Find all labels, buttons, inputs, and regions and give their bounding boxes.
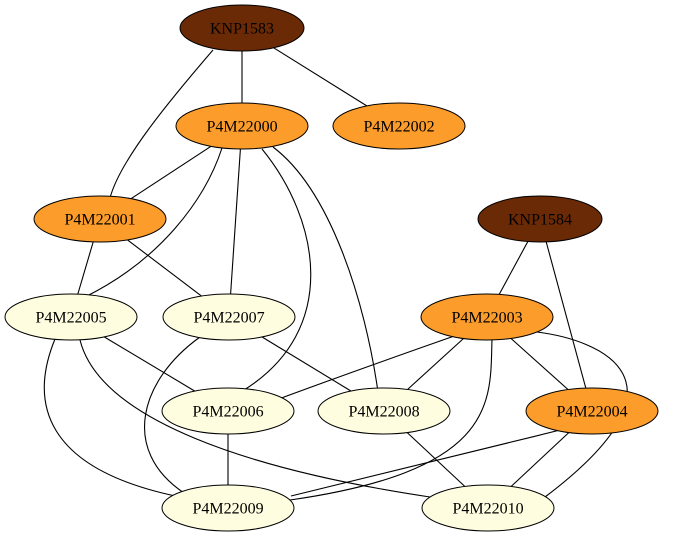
edge-p4m22003-p4m22010 (536, 331, 628, 498)
node-knp1583[interactable]: KNP1583 (179, 4, 305, 52)
node-label: P4M22004 (556, 404, 627, 421)
node-p4m22009[interactable]: P4M22009 (161, 484, 295, 532)
node-ellipse (332, 102, 466, 150)
edges-layer (43, 47, 628, 501)
edge-p4m22000-p4m22008 (272, 146, 379, 393)
node-ellipse (477, 195, 603, 243)
edge-p4m22007-p4m22008 (261, 336, 352, 392)
edge-p4m22001-p4m22007 (127, 239, 202, 297)
node-label: P4M22003 (451, 310, 522, 327)
edge-p4m22003-p4m22008 (407, 338, 464, 390)
node-p4m22005[interactable]: P4M22005 (4, 293, 138, 341)
edge-p4m22005-p4m22006 (103, 336, 196, 392)
node-ellipse (525, 387, 659, 435)
edge-p4m22003-p4m22009 (289, 338, 493, 501)
node-ellipse (4, 293, 138, 341)
node-label: P4M22001 (64, 212, 135, 229)
node-p4m22008[interactable]: P4M22008 (317, 387, 451, 435)
edge-p4m22008-p4m22010 (406, 432, 466, 487)
edge-p4m22003-p4m22004 (510, 337, 569, 391)
node-label: P4M22006 (192, 404, 263, 421)
node-label: P4M22008 (348, 404, 419, 421)
node-ellipse (161, 484, 295, 532)
node-ellipse (179, 4, 305, 52)
node-label: P4M22010 (452, 501, 523, 518)
node-label: P4M22005 (35, 310, 106, 327)
edge-knp1583-p4m22001 (109, 49, 214, 199)
node-label: P4M22007 (193, 310, 264, 327)
node-label: P4M22009 (192, 501, 263, 518)
node-ellipse (162, 293, 296, 341)
node-label: KNP1584 (508, 212, 572, 229)
node-ellipse (33, 195, 167, 243)
node-label: KNP1583 (210, 21, 274, 38)
node-p4m22002[interactable]: P4M22002 (332, 102, 466, 150)
edge-p4m22000-p4m22007 (230, 148, 241, 295)
edge-p4m22001-p4m22005 (77, 241, 94, 295)
edge-p4m22003-p4m22006 (275, 333, 461, 401)
node-ellipse (175, 102, 309, 150)
node-p4m22010[interactable]: P4M22010 (421, 484, 555, 532)
node-ellipse (421, 484, 555, 532)
edge-knp1584-p4m22004 (545, 241, 587, 389)
node-ellipse (317, 387, 451, 435)
edge-knp1584-p4m22003 (498, 241, 529, 295)
edge-p4m22004-p4m22010 (510, 432, 570, 487)
node-p4m22003[interactable]: P4M22003 (420, 293, 554, 341)
node-p4m22000[interactable]: P4M22000 (175, 102, 309, 150)
node-p4m22006[interactable]: P4M22006 (161, 387, 295, 435)
node-label: P4M22000 (206, 119, 277, 136)
node-p4m22004[interactable]: P4M22004 (525, 387, 659, 435)
node-ellipse (161, 387, 295, 435)
node-p4m22007[interactable]: P4M22007 (162, 293, 296, 341)
node-ellipse (420, 293, 554, 341)
edge-p4m22004-p4m22009 (290, 428, 565, 497)
edge-knp1583-p4m22002 (273, 47, 368, 107)
edge-p4m22005-p4m22010 (79, 339, 431, 498)
node-label: P4M22002 (363, 119, 434, 136)
edge-p4m22000-p4m22001 (130, 145, 212, 200)
edge-p4m22007-p4m22009 (144, 336, 201, 494)
node-p4m22001[interactable]: P4M22001 (33, 195, 167, 243)
edge-p4m22000-p4m22006 (243, 148, 312, 391)
edge-p4m22000-p4m22005 (84, 147, 223, 298)
node-knp1584[interactable]: KNP1584 (477, 195, 603, 243)
edge-p4m22005-p4m22009 (43, 338, 186, 499)
